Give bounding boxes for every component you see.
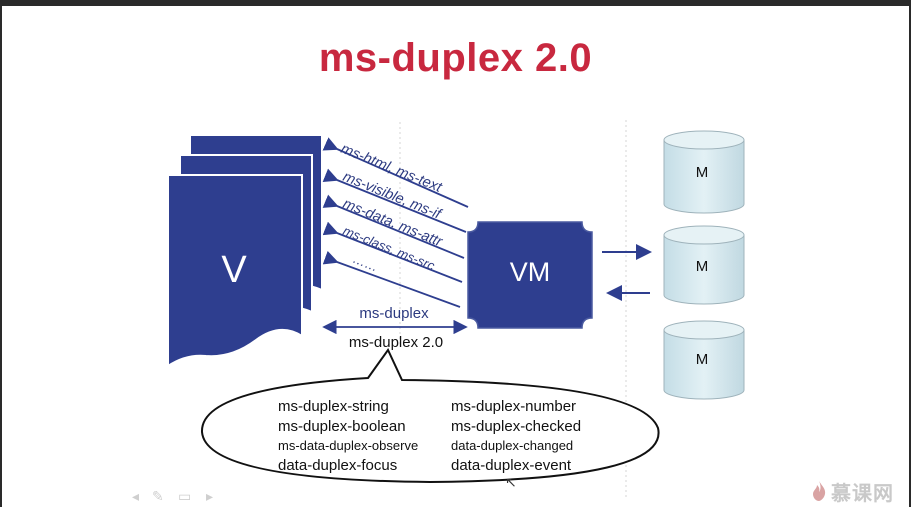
window-top-border	[0, 0, 911, 6]
pen-icon[interactable]: ✎	[152, 488, 164, 504]
callout-item: data-duplex-event	[451, 457, 572, 474]
window-left-border	[0, 0, 2, 507]
binding-arrow	[322, 194, 465, 259]
duplex2-label: ms-duplex 2.0	[349, 334, 443, 351]
duplex-label: ms-duplex	[359, 305, 429, 322]
back-arrow-icon[interactable]: ◂	[132, 488, 140, 504]
watermark: 慕课网	[811, 478, 903, 505]
binding-arrow	[322, 250, 461, 308]
model-label: M	[696, 258, 709, 275]
callout-item: ms-duplex-checked	[451, 418, 581, 435]
callout-item: ms-duplex-boolean	[278, 418, 406, 435]
callout-item: ms-data-duplex-observe	[278, 438, 418, 453]
callout-item: ms-duplex-number	[451, 398, 576, 415]
callout-bubble	[200, 348, 660, 484]
model-label: M	[696, 164, 709, 181]
slides-icon[interactable]: ▭	[178, 488, 192, 504]
forward-arrow-icon[interactable]: ▸	[206, 488, 214, 504]
binding-label: ……	[351, 251, 381, 275]
view-documents	[167, 134, 323, 368]
flame-icon	[813, 481, 826, 501]
callout-item: data-duplex-changed	[451, 438, 573, 453]
binding-arrow	[322, 137, 469, 208]
model-cylinder: M	[663, 320, 745, 400]
model-label: M	[696, 351, 709, 368]
callout-item: ms-duplex-string	[278, 398, 389, 415]
viewmodel-label: VM	[510, 257, 551, 287]
callout-item: data-duplex-focus	[278, 457, 397, 474]
watermark-text: 慕课网	[831, 482, 894, 505]
slide-title: ms-duplex 2.0	[318, 36, 593, 80]
window-right-border	[909, 0, 911, 507]
model-cylinder: M	[663, 225, 745, 305]
view-label: V	[221, 249, 247, 291]
mouse-cursor-icon: ↖	[505, 474, 517, 490]
model-cylinder: M	[663, 130, 745, 214]
binding-arrow	[322, 168, 467, 233]
viewmodel-box	[467, 221, 593, 329]
binding-arrows	[322, 137, 469, 308]
binding-arrow	[322, 221, 463, 283]
